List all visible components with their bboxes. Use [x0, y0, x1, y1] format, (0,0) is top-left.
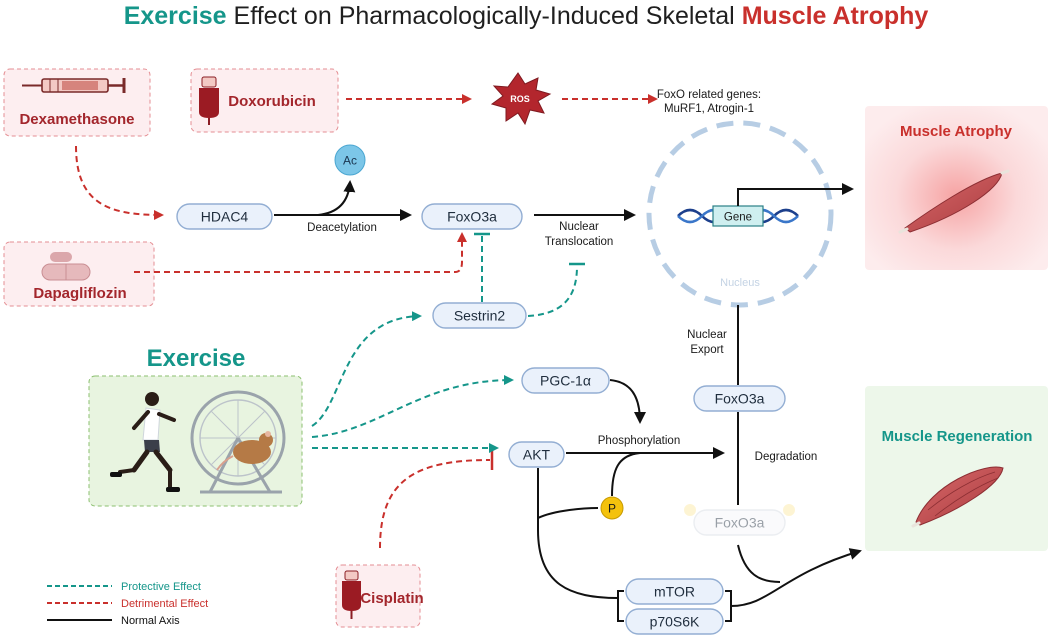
exercise-to-pgc1a-arrow: [311, 375, 514, 438]
to-muscle-regeneration-arrow: [730, 548, 862, 607]
foxo3a-label: FoxO3a: [447, 209, 497, 225]
cisplatin-inhibits-akt: [379, 459, 491, 549]
dexamethasone-to-hdac4-arrow: [75, 145, 164, 220]
doxorubicin-box: Doxorubicin: [190, 68, 339, 133]
p70s6k-node: p70S6K: [625, 608, 724, 635]
acetyl-group: Ac: [334, 144, 366, 176]
akt-node: AKT: [508, 441, 565, 468]
ros-burst: ROS: [490, 72, 552, 126]
dexamethasone-label: Dexamethasone: [19, 111, 134, 128]
sestrin2-node: Sestrin2: [432, 302, 527, 329]
dapagliflozin-label: Dapagliflozin: [33, 285, 126, 302]
blood-bag-icon: [199, 76, 219, 125]
phosphate-group: P: [600, 496, 624, 520]
akt-label: AKT: [523, 447, 551, 463]
deacetylation-label: Deacetylation: [307, 222, 377, 234]
exercise-box: [88, 375, 303, 507]
phosphorylation-label: Phosphorylation: [598, 435, 680, 447]
nucleus-label: Nucleus: [720, 277, 760, 289]
hamster-wheel-icon: [190, 390, 286, 494]
foxo3a-node: FoxO3a: [421, 203, 523, 230]
sestrin2-label: Sestrin2: [454, 308, 506, 324]
blood-bag-icon: [342, 570, 361, 619]
legend: Protective Effect Detrimental Effect Nor…: [47, 581, 208, 627]
muscle-regeneration-panel: Muscle Regeneration: [865, 386, 1048, 551]
foxo-genes-label-line2: MuRF1, Atrogin-1: [664, 103, 754, 115]
sestrin2-inhibits-translocation: [527, 265, 578, 317]
pgc1a-label: PGC-1α: [540, 373, 591, 389]
hdac4-label: HDAC4: [201, 209, 249, 225]
title-middle: Effect on Pharmacologically-Induced Skel…: [227, 2, 742, 30]
legend-protective-label: Protective Effect: [121, 581, 201, 593]
foxo3a-degraded-node: FoxO3a: [684, 504, 795, 536]
connectors: [75, 94, 862, 622]
title-muscle-atrophy: Muscle Atrophy: [742, 2, 929, 30]
pgc1a-node: PGC-1α: [521, 367, 610, 394]
dapagliflozin-to-foxo3a-arrow: [134, 232, 467, 273]
cisplatin-box: Cisplatin: [335, 564, 424, 628]
figure-title: Exercise Effect on Pharmacologically-Ind…: [124, 2, 929, 30]
exercise-title: Exercise: [147, 345, 246, 372]
atrophied-muscle-icon: [898, 169, 1010, 234]
pgc1a-to-phosphorylation-arrow: [609, 379, 646, 424]
gene-expression-arrow: [737, 183, 854, 206]
gene-label: Gene: [724, 212, 752, 224]
legend-normal-label: Normal Axis: [121, 615, 180, 627]
muscle-atrophy-label: Muscle Atrophy: [900, 123, 1013, 140]
deacetylation-ac-arrow: [317, 180, 356, 216]
hdac4-node: HDAC4: [176, 203, 273, 230]
phosphate-label: P: [608, 502, 616, 516]
mtor-p70s6k-right-bracket: [725, 590, 732, 622]
mtor-label: mTOR: [654, 584, 695, 600]
nuclear-export-label-line2: Export: [690, 344, 724, 356]
title-exercise: Exercise: [124, 2, 227, 30]
exercise-to-sestrin2-arrow: [311, 311, 422, 427]
mtor-node: mTOR: [625, 578, 724, 605]
ros-label: ROS: [510, 94, 530, 104]
foxo3a-export-node: FoxO3a: [693, 385, 786, 412]
legend-detrimental-label: Detrimental Effect: [121, 598, 208, 610]
pill-icon: [41, 252, 91, 281]
foxo-genes-label-line1: FoxO related genes:: [657, 89, 761, 101]
doxorubicin-label: Doxorubicin: [228, 93, 316, 110]
nuclear-export-label-line1: Nuclear: [687, 329, 727, 341]
cisplatin-label: Cisplatin: [360, 590, 423, 607]
akt-to-mtor-curve: [537, 468, 619, 599]
foxo3a-degraded-label: FoxO3a: [715, 515, 765, 531]
muscle-atrophy-panel: Muscle Atrophy: [865, 106, 1048, 270]
muscle-regeneration-label: Muscle Regeneration: [882, 428, 1033, 445]
nuclear-translocation-label-line2: Translocation: [545, 236, 614, 248]
healthy-muscle-icon: [911, 466, 1004, 528]
dapagliflozin-box: Dapagliflozin: [3, 241, 155, 307]
acetyl-label: Ac: [343, 154, 357, 168]
degradation-label: Degradation: [755, 451, 818, 463]
nucleus: Nucleus Gene: [646, 120, 834, 308]
akt-to-phosphate-branch: [537, 507, 599, 519]
foxo3a-export-label: FoxO3a: [715, 391, 765, 407]
dexamethasone-box: Dexamethasone: [3, 68, 151, 137]
mtor-p70s6k-bracket: [617, 590, 624, 622]
nuclear-translocation-label-line1: Nuclear: [559, 221, 599, 233]
syringe-icon: [22, 78, 126, 93]
degradation-to-outcome-curve: [737, 544, 781, 583]
runner-icon: [110, 392, 180, 492]
phosphate-transfer-curve: [611, 452, 641, 497]
p70s6k-label: p70S6K: [650, 614, 700, 630]
